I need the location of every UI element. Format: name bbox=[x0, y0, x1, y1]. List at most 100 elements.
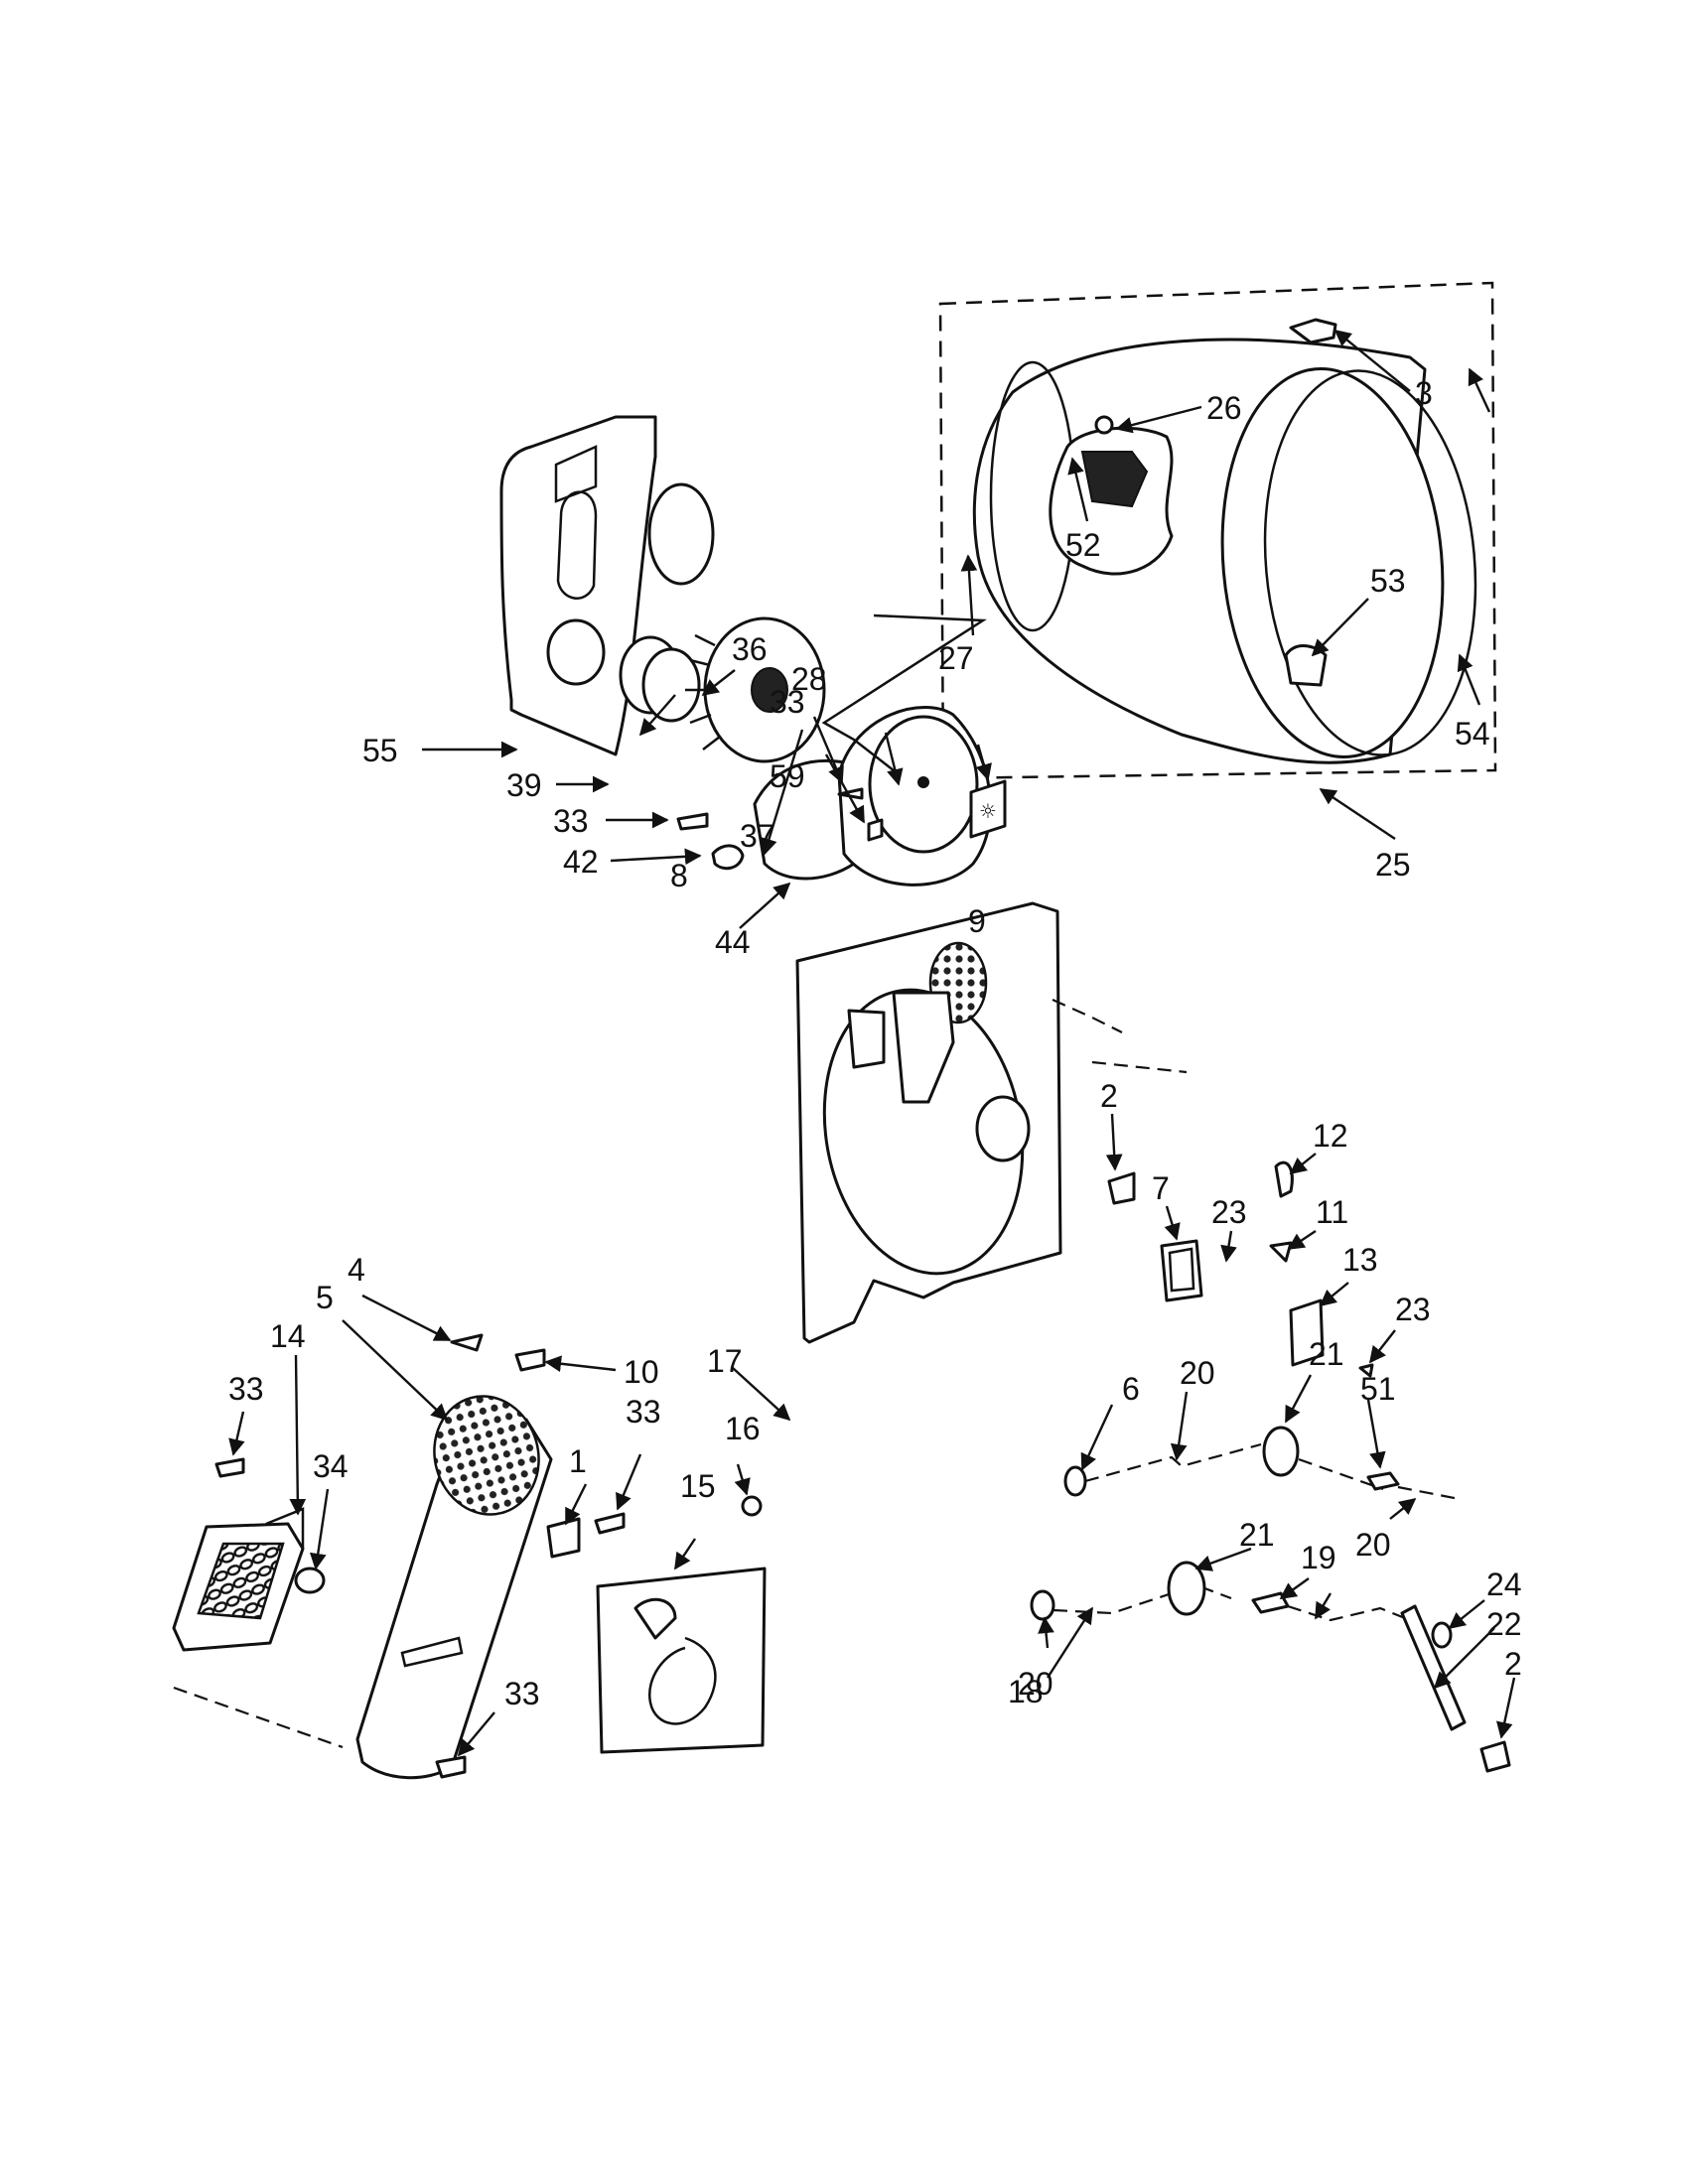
callout-21-lower: 21 bbox=[1239, 1517, 1275, 1553]
motor-wire-harness bbox=[821, 614, 987, 775]
callout-33-upper: 33 bbox=[770, 684, 805, 720]
leader-19 bbox=[1279, 1577, 1310, 1599]
heater-wire bbox=[173, 1686, 344, 1749]
drum-front-seal-54 bbox=[1263, 369, 1477, 756]
leader-59 bbox=[824, 753, 866, 824]
leader-33-fuse bbox=[616, 1453, 642, 1511]
callout-26: 26 bbox=[1206, 390, 1242, 426]
nut-16 bbox=[741, 1495, 763, 1517]
washer-24 bbox=[1431, 1621, 1453, 1649]
callout-6: 6 bbox=[1122, 1371, 1140, 1407]
leader-14 bbox=[289, 1354, 307, 1516]
bulkhead-vent-slot bbox=[554, 445, 598, 503]
bracket-59 bbox=[867, 818, 884, 842]
switch-12 bbox=[1274, 1160, 1294, 1198]
blower-group: ☼ bbox=[499, 415, 1007, 887]
callout-21-upper: 21 bbox=[1309, 1336, 1344, 1372]
drum-roller-21-upper bbox=[1262, 1426, 1300, 1477]
leader-54a bbox=[1468, 367, 1491, 413]
screw-2-upper bbox=[1107, 1171, 1136, 1205]
callout-44: 44 bbox=[715, 924, 751, 960]
clip-42 bbox=[711, 844, 745, 871]
leader-23-lower bbox=[1368, 1329, 1396, 1364]
leader-27 bbox=[960, 554, 978, 636]
leader-52 bbox=[1067, 457, 1089, 522]
roller-axle-51 bbox=[1366, 1471, 1400, 1491]
leader-53 bbox=[1311, 598, 1369, 657]
callout-15: 15 bbox=[680, 1468, 716, 1504]
leader-28 bbox=[884, 732, 904, 786]
callout-28: 28 bbox=[791, 661, 827, 697]
leader-33-bottom bbox=[457, 1711, 495, 1757]
callout-13: 13 bbox=[1342, 1242, 1378, 1278]
callout-11: 11 bbox=[1316, 1194, 1348, 1230]
callout-39: 39 bbox=[506, 767, 542, 803]
callout-25: 25 bbox=[1375, 847, 1411, 883]
switch-11 bbox=[1269, 1241, 1293, 1263]
leader-54b bbox=[1457, 653, 1481, 706]
leader-7 bbox=[1164, 1205, 1181, 1241]
screw-33-fuse bbox=[594, 1512, 626, 1535]
leader-9 bbox=[975, 744, 992, 781]
callout-16: 16 bbox=[725, 1411, 761, 1446]
callout-20-lower: 20 bbox=[1018, 1666, 1053, 1702]
callout-54: 54 bbox=[1455, 716, 1490, 751]
door-switch-detail bbox=[1168, 1247, 1195, 1293]
leader-13 bbox=[1319, 1282, 1349, 1307]
blower-wheel-37 bbox=[685, 616, 826, 763]
callout-24: 24 bbox=[1486, 1567, 1522, 1602]
leader-42 bbox=[610, 848, 702, 866]
leader-33-heater bbox=[228, 1411, 245, 1456]
screw-2-lower bbox=[1479, 1740, 1511, 1773]
drum-rivet-26 bbox=[1094, 415, 1114, 435]
callout-51: 51 bbox=[1360, 1371, 1396, 1407]
leader-22 bbox=[1433, 1627, 1495, 1690]
roller-shaft-end-upper bbox=[1397, 1485, 1461, 1501]
callout-4: 4 bbox=[348, 1252, 365, 1288]
callout-9: 9 bbox=[968, 903, 986, 939]
callout-1: 1 bbox=[569, 1443, 587, 1479]
callout-14: 14 bbox=[270, 1318, 306, 1354]
callout-36: 36 bbox=[732, 631, 768, 667]
leader-34 bbox=[309, 1488, 330, 1570]
leader-3 bbox=[1333, 329, 1411, 392]
leader-21-lower bbox=[1194, 1547, 1252, 1571]
bulkhead-blower-hole bbox=[546, 618, 606, 686]
callout-33-bottom: 33 bbox=[504, 1676, 540, 1711]
thermal-fuse-1 bbox=[546, 1517, 581, 1559]
callout-7: 7 bbox=[1152, 1170, 1170, 1206]
drum-support-clip-3 bbox=[1289, 318, 1337, 344]
callout-33-bulkhead: 33 bbox=[553, 803, 589, 839]
callout-59: 59 bbox=[770, 758, 805, 794]
leader-5 bbox=[342, 1319, 449, 1422]
leader-1 bbox=[564, 1483, 588, 1526]
duct-seal-36 bbox=[647, 482, 715, 586]
baffle-53 bbox=[1284, 644, 1328, 687]
leader-21-upper bbox=[1284, 1374, 1313, 1424]
lint-screen-guide bbox=[892, 991, 955, 1104]
clip-4 bbox=[450, 1333, 484, 1352]
leader-18 bbox=[1038, 1616, 1054, 1649]
motor-label-sun-icon: ☼ bbox=[979, 799, 997, 823]
screw-10 bbox=[514, 1348, 546, 1372]
callout-37: 37 bbox=[740, 818, 775, 854]
leader-51 bbox=[1366, 1399, 1386, 1469]
leader-2-lower bbox=[1495, 1677, 1516, 1739]
leader-20-upper bbox=[1170, 1391, 1189, 1461]
leader-15 bbox=[674, 1538, 696, 1570]
idler-arm-22 bbox=[1400, 1604, 1467, 1731]
callout-19: 19 bbox=[1301, 1540, 1336, 1575]
roller-shaft-end-lower bbox=[1287, 1604, 1411, 1622]
leader-8 bbox=[638, 694, 676, 737]
leader-16 bbox=[734, 1463, 751, 1496]
callout-34: 34 bbox=[313, 1448, 349, 1484]
leader-24 bbox=[1448, 1599, 1485, 1630]
callout-5: 5 bbox=[316, 1280, 334, 1315]
leader-23-upper bbox=[1220, 1230, 1237, 1263]
power-cord-loop bbox=[647, 1636, 717, 1725]
callout-33-heater: 33 bbox=[228, 1371, 264, 1407]
screw-33-bottom bbox=[435, 1755, 467, 1779]
heater-coil bbox=[197, 1542, 285, 1620]
drum-roller-21-lower bbox=[1167, 1561, 1206, 1616]
